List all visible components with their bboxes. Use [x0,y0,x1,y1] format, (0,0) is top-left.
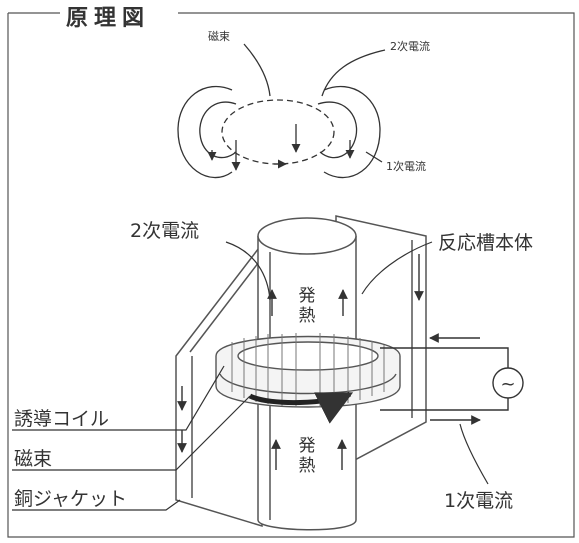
secondary-current-label: 2次電流 [130,220,200,242]
heat-char: 熱 [298,306,316,326]
ac-source-icon [492,367,524,399]
top-schematic [177,43,386,179]
heat-label-lower: 発 熱 [297,436,317,476]
heat-char: 発 [298,436,316,456]
primary-current-label: 1次電流 [444,490,514,512]
top-flux-label: 磁束 [208,30,230,43]
left-outer-loop [177,85,233,179]
heat-char: 熱 [298,456,316,476]
frame [7,12,575,538]
right-inner-loop [317,101,358,159]
heat-label-upper: 発 熱 [297,286,317,326]
right-outer-loop [323,85,381,179]
power-circuit [380,333,524,425]
flux-label: 磁束 [14,448,53,470]
left-inner-loop [199,101,237,159]
flux-loop [221,99,335,165]
induction-coil-label: 誘導コイル [14,408,110,430]
top-primary-current-label: 1次電流 [386,160,426,173]
ac-symbol: ~ [500,374,515,395]
reactor-body-label: 反応槽本体 [438,232,534,254]
secondary-current-arrows [177,254,424,470]
leader-lines [12,241,489,511]
diagram-title: 原理図 [62,0,155,32]
top-secondary-current-label: 2次電流 [390,40,430,53]
heat-char: 発 [298,286,316,306]
copper-jacket-label: 銅ジャケット [14,488,128,510]
induction-coil [215,333,401,424]
